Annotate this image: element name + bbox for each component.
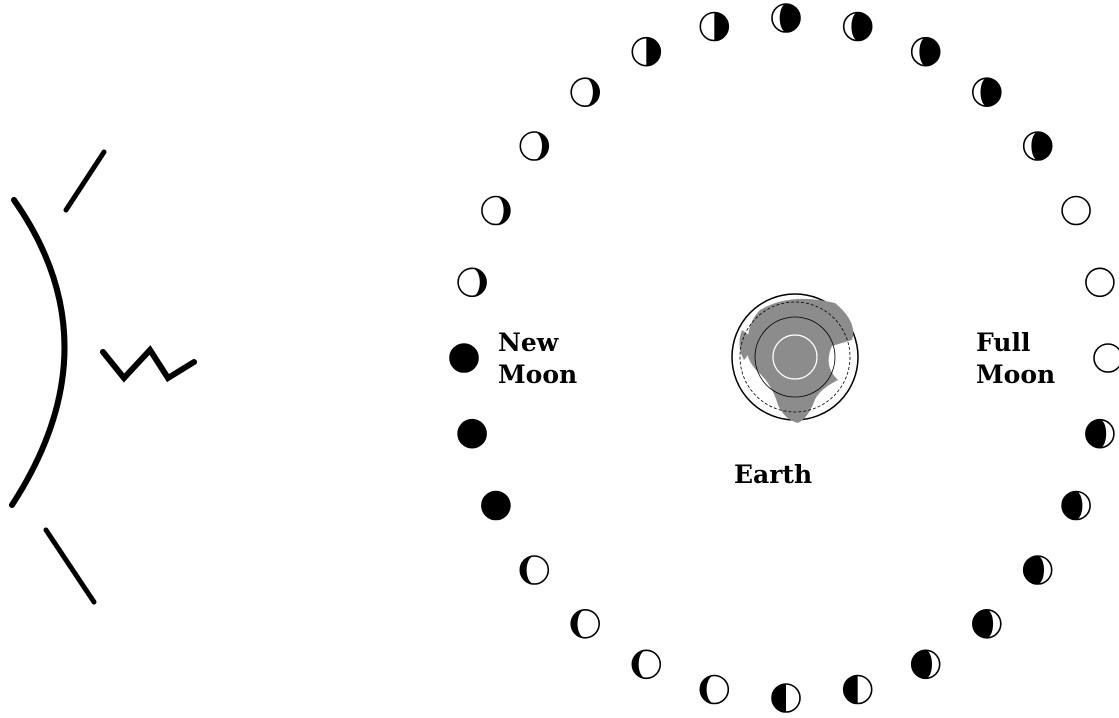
moon-waxing-gibbous-icon [1022, 131, 1053, 161]
moon-shadow [520, 556, 535, 584]
moon-shadow [851, 12, 872, 41]
moon-third-quarter-icon [842, 674, 873, 705]
moon-waning-crescent-icon [631, 649, 662, 680]
sun-symbol [9, 149, 197, 605]
moon-waxing-gibbous-icon [842, 11, 873, 42]
moon-waning-gibbous-icon [1085, 418, 1115, 449]
sun-ray-zigzag [100, 345, 197, 383]
moon-waning-crescent-icon [570, 608, 601, 639]
moon-shadow [843, 675, 858, 704]
moon-waxing-crescent-icon [519, 131, 550, 161]
moon-first-quarter-icon [699, 11, 730, 42]
sun-ray-top [63, 149, 107, 213]
moon-shadow [911, 650, 932, 679]
moon-waning-crescent-icon [699, 674, 730, 705]
sun-ray-bottom [43, 527, 97, 605]
moon-waxing-crescent-icon [570, 77, 601, 107]
earth-label-text: Earth [734, 460, 813, 489]
moon-shadow [772, 684, 786, 712]
earth-continent-detail [739, 330, 751, 360]
moon-waxing-crescent-icon [481, 195, 511, 226]
moon-shadow [632, 650, 647, 679]
new-moon-label-line1: New [498, 328, 559, 357]
moon-shadow [700, 675, 715, 704]
moon-waxing-gibbous-icon [971, 77, 1002, 107]
moon-waxing-gibbous-icon [910, 36, 941, 67]
moon-shadow [646, 37, 661, 66]
moon-full-icon [1061, 195, 1091, 226]
moon-new-icon [481, 490, 511, 521]
moon-waxing-gibbous-icon [771, 3, 801, 33]
moon-shadow [495, 196, 510, 225]
moon-shadow [1085, 419, 1107, 448]
full-moon-label: Full Moon [976, 327, 1055, 391]
earth-label: Earth [734, 459, 812, 491]
earth-landmass [746, 298, 854, 423]
moon-waning-gibbous-icon [910, 649, 941, 680]
moon-shadow [779, 4, 800, 32]
moon-shadow [972, 609, 994, 638]
moon-shadow [1023, 556, 1044, 584]
moon-orbit [449, 3, 1119, 713]
moon-shadow [534, 132, 549, 160]
moon-shadow [472, 268, 487, 297]
moon-shadow [980, 78, 1001, 107]
moon-waning-gibbous-icon [1022, 555, 1053, 585]
moon-waxing-crescent-icon [457, 267, 487, 298]
earth-globe [731, 293, 859, 423]
moon-full-icon [1085, 267, 1115, 298]
moon-shadow [585, 78, 600, 107]
moon-first-quarter-icon [631, 36, 662, 67]
moon-shadow [919, 37, 940, 66]
earth-core-ring [772, 334, 818, 380]
full-moon-label-line2: Moon [976, 360, 1056, 389]
moon-waning-gibbous-icon [1061, 490, 1091, 521]
moon-waning-gibbous-icon [971, 608, 1002, 639]
moon-shadow [1062, 491, 1083, 520]
moon-third-quarter-icon [771, 683, 801, 713]
earth-inner-ring [754, 316, 836, 398]
moon-new-icon [449, 343, 479, 373]
moon-waning-crescent-icon [519, 555, 550, 585]
moon-shadow [714, 12, 729, 41]
moon-shadow [1031, 132, 1052, 160]
new-moon-label-line2: Moon [498, 360, 578, 389]
moon-new-icon [457, 418, 487, 449]
sun-arc [9, 197, 68, 508]
full-moon-label-line1: Full [976, 328, 1031, 357]
earth-outline-ring [739, 301, 851, 413]
moon-shadow [571, 609, 586, 638]
moon-full-icon [1093, 343, 1119, 373]
new-moon-label: New Moon [498, 327, 577, 391]
